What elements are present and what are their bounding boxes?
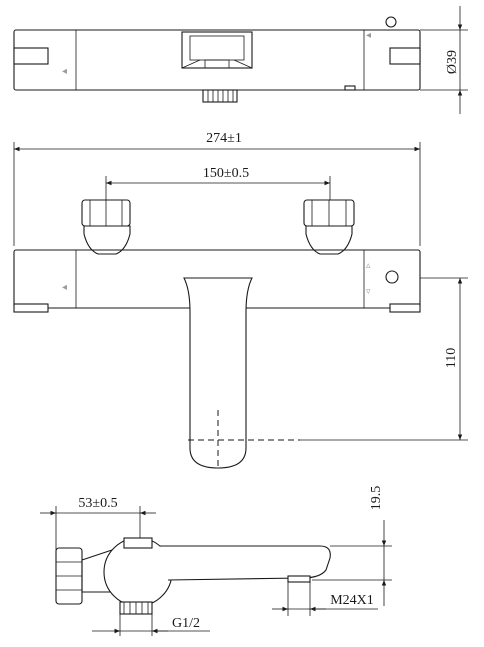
top-view-valve-block xyxy=(181,31,253,69)
top-view-mark-left: ◂ xyxy=(62,66,67,77)
top-view-mark-right: ◂ xyxy=(366,30,371,41)
front-view-button xyxy=(385,270,399,284)
top-view-small-detail xyxy=(344,85,356,91)
top-view-outlet-thread xyxy=(202,89,238,103)
front-view-mark-right-up: ▵ xyxy=(366,260,371,270)
right-inlet-nut xyxy=(303,199,355,255)
front-view: 274±1 150±0.5 ◂ ▵ ▿ xyxy=(13,131,468,469)
dim-outlet-thread: M24X1 xyxy=(330,593,374,608)
front-view-mark-right-down: ▿ xyxy=(366,286,371,296)
front-view-spout xyxy=(183,277,253,469)
dim-inlet-thread: G1/2 xyxy=(172,616,200,631)
side-view-outlet xyxy=(287,575,311,583)
dim-diameter: Ø39 xyxy=(445,50,460,74)
top-view-left-cap xyxy=(13,47,49,65)
side-view-spout xyxy=(160,545,331,581)
side-view: 53±0.5 19.5 M24X xyxy=(40,486,392,636)
dim-inlet-spacing: 150±0.5 xyxy=(203,166,249,181)
dim-side-offset: 53±0.5 xyxy=(78,496,117,511)
dim-outlet-offset: 19.5 xyxy=(369,486,384,511)
dim-height: 110 xyxy=(444,348,459,368)
front-view-mark-left: ◂ xyxy=(62,282,67,293)
top-view: ◂ ◂ Ø39 xyxy=(13,6,468,114)
left-inlet-nut xyxy=(81,199,131,255)
front-view-right-cap xyxy=(389,303,421,313)
dim-overall-width: 274±1 xyxy=(206,131,242,146)
top-view-right-cap xyxy=(389,47,421,65)
front-view-left-cap xyxy=(13,303,49,313)
side-view-inlet-nut xyxy=(55,547,83,605)
top-view-button xyxy=(385,16,397,28)
